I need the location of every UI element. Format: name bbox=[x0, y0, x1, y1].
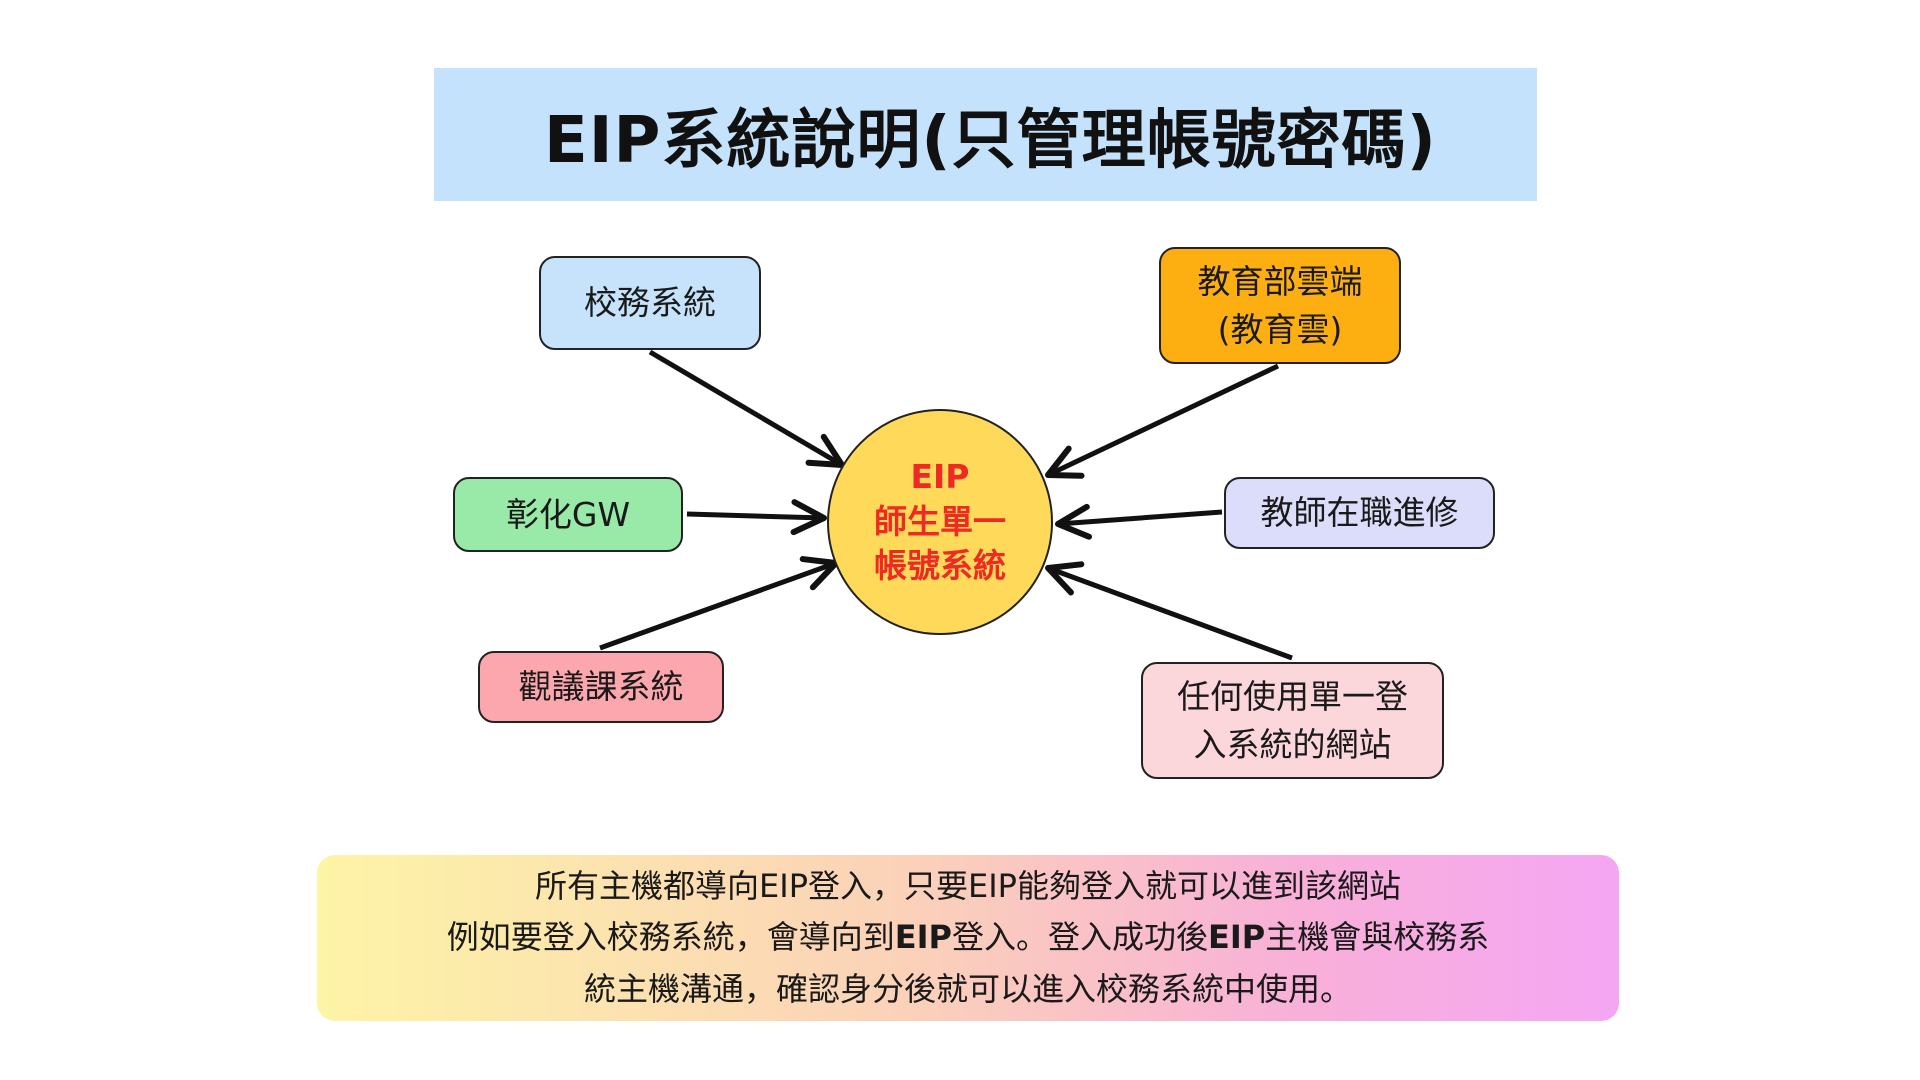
note-line-2-eip-1: EIP bbox=[894, 918, 952, 957]
arrow-lesson-observation bbox=[599, 556, 839, 651]
center-eip-node: EIP 師生單一 帳號系統 bbox=[827, 409, 1053, 635]
node-any-sso-site-label: 任何使用單一登 入系統的網站 bbox=[1177, 676, 1408, 764]
arrow-teacher-training bbox=[1055, 503, 1223, 540]
arrow-any-sso-site bbox=[1045, 561, 1293, 661]
arrow-school-affairs bbox=[648, 349, 845, 468]
note-line-1: 所有主機都導向EIP登入，只要EIP能夠登入就可以進到該網站 bbox=[535, 867, 1401, 906]
center-label-line3: 帳號系統 bbox=[874, 546, 1006, 586]
node-school-affairs-label: 校務系統 bbox=[584, 283, 716, 323]
explanation-note: 所有主機都導向EIP登入，只要EIP能夠登入就可以進到該網站 例如要登入校務系統… bbox=[317, 855, 1619, 1021]
node-lesson-observation-label: 觀議課系統 bbox=[518, 667, 684, 707]
center-label-line1: EIP bbox=[910, 457, 970, 497]
note-line-2-part-c: 登入。登入成功後 bbox=[951, 918, 1208, 957]
node-teacher-training: 教師在職進修 bbox=[1224, 477, 1495, 549]
node-changhua-gw: 彰化GW bbox=[453, 477, 683, 552]
note-line-2-part-a: 例如要登入校務系統，會導向到 bbox=[446, 918, 895, 957]
node-moe-cloud-label: 教育部雲端 (教育雲) bbox=[1197, 261, 1363, 349]
node-school-affairs: 校務系統 bbox=[539, 256, 761, 350]
node-any-sso-site: 任何使用單一登 入系統的網站 bbox=[1141, 662, 1444, 779]
node-changhua-gw-label: 彰化GW bbox=[505, 494, 631, 534]
page-title: EIP系統說明(只管理帳號密碼) bbox=[544, 103, 1437, 178]
note-line-3: 統主機溝通，確認身分後就可以進入校務系統中使用。 bbox=[583, 969, 1352, 1008]
title-banner: EIP系統說明(只管理帳號密碼) bbox=[434, 68, 1537, 201]
note-line-2-part-e: 主機會與校務系 bbox=[1265, 918, 1490, 957]
center-label-line2: 師生單一 bbox=[874, 501, 1006, 541]
note-line-2: 例如要登入校務系統，會導向到EIP登入。登入成功後EIP主機會與校務系 bbox=[447, 912, 1489, 963]
arrow-moe-cloud bbox=[1045, 363, 1280, 479]
arrow-changhua-gw bbox=[686, 499, 827, 536]
node-lesson-observation: 觀議課系統 bbox=[478, 651, 724, 723]
node-moe-cloud: 教育部雲端 (教育雲) bbox=[1159, 247, 1401, 364]
note-line-2-eip-2: EIP bbox=[1208, 918, 1266, 957]
node-teacher-training-label: 教師在職進修 bbox=[1260, 493, 1459, 533]
